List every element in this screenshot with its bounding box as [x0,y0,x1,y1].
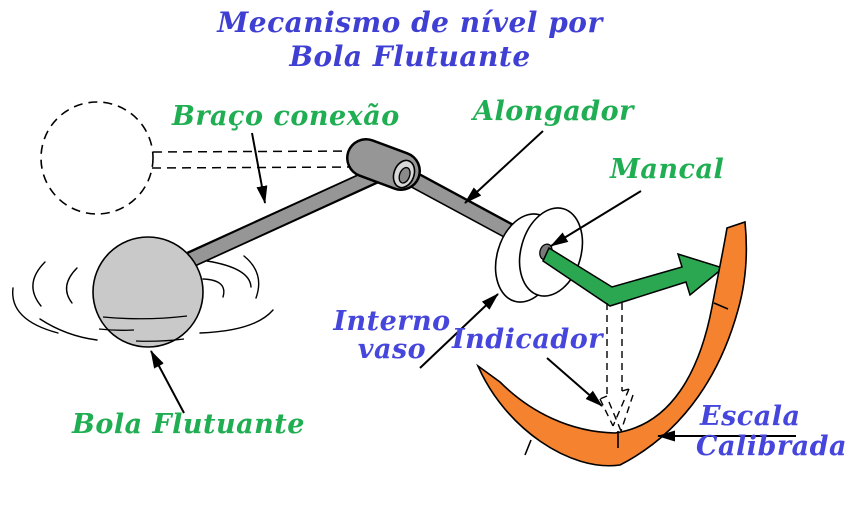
hub-collar-hole [398,166,411,184]
alongador-arrow [464,130,544,204]
calibrated-scale-arc [476,220,748,467]
diagram-title-line2: Bola Flutuante [289,40,531,73]
indicador-arrow [546,357,603,407]
label-arrows [150,130,796,442]
float-ball [92,236,204,348]
connection-rod [181,164,387,270]
interno-vaso-arrow [419,293,499,369]
water-level-lines [98,315,188,342]
indicator-arrow [542,246,725,307]
label-indicador: Indicador [452,324,603,355]
label-interno-vaso-line1: Interno [333,306,451,337]
label-alongador: Alongador [473,96,634,127]
bola-flutuante-arrow [150,350,185,414]
ghost-arm-lower-line [151,166,358,169]
scale-tick-marks [524,302,729,456]
water-ripples [12,243,274,341]
label-mancal: Mancal [610,154,725,185]
ghost-arm-upper-line [152,150,358,153]
label-interno-vaso-line2: vaso [357,334,427,365]
diagram-title-line1: Mecanismo de nível por [217,6,603,39]
mancal-arrow [550,190,642,247]
label-escala-line2: Calibrada [696,431,847,462]
label-bola-flutuante: Bola Flutuante [72,409,305,440]
label-escala-line1: Escala [700,401,801,432]
ghost-ball-dashed-circle [40,101,154,215]
label-braco-conexao: Braço conexão [172,101,400,132]
pivot-hub [346,138,421,191]
bearing-disc [494,207,584,303]
ghost-indicator-arrows [599,303,634,432]
braco-conexao-arrow [251,132,268,204]
